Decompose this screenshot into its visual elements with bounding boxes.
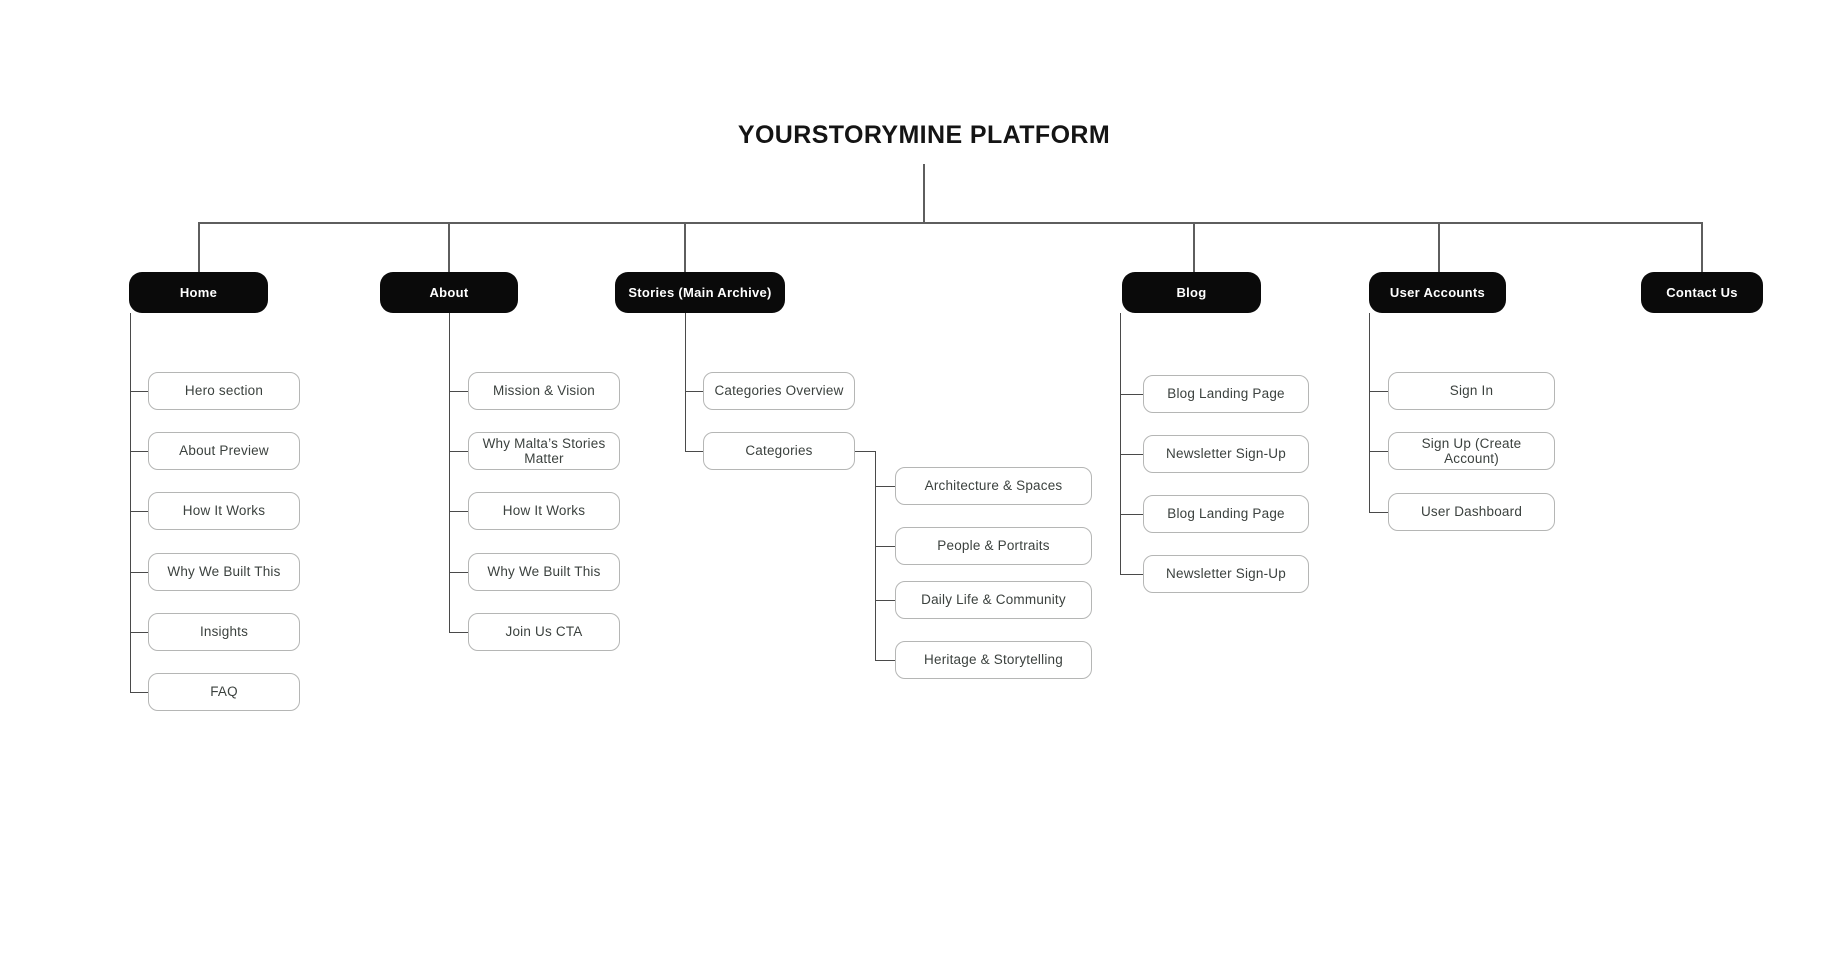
node-about[interactable]: About xyxy=(380,272,518,313)
connector-blog-child-2 xyxy=(1120,454,1143,455)
node-stories-main-archive[interactable]: Stories (Main Archive) xyxy=(615,272,785,313)
leaf-sign-in[interactable]: Sign In xyxy=(1388,372,1555,410)
connector-home-child-5 xyxy=(130,632,148,633)
leaf-faq[interactable]: FAQ xyxy=(148,673,300,711)
connector-categories-drop xyxy=(875,451,876,660)
leaf-home-why-we-built-this[interactable]: Why We Built This xyxy=(148,553,300,591)
connector-stub-contact-us xyxy=(1701,224,1703,272)
connector-root-vertical xyxy=(923,164,925,224)
connector-home-child-3 xyxy=(130,511,148,512)
connector-blog-child-1 xyxy=(1120,394,1143,395)
connector-top-bar xyxy=(198,222,1703,224)
connector-categories-out xyxy=(855,451,875,452)
connector-category-child-3 xyxy=(875,600,895,601)
leaf-architecture-spaces[interactable]: Architecture & Spaces xyxy=(895,467,1092,505)
leaf-daily-life-community[interactable]: Daily Life & Community xyxy=(895,581,1092,619)
leaf-blog-landing-page-1[interactable]: Blog Landing Page xyxy=(1143,375,1309,413)
connector-stub-home xyxy=(198,224,200,272)
leaf-sign-up-create-account[interactable]: Sign Up (Create Account) xyxy=(1388,432,1555,470)
connector-category-child-1 xyxy=(875,486,895,487)
leaf-why-maltas-stories-matter[interactable]: Why Malta’s Stories Matter xyxy=(468,432,620,470)
leaf-newsletter-sign-up-2[interactable]: Newsletter Sign-Up xyxy=(1143,555,1309,593)
leaf-heritage-storytelling[interactable]: Heritage & Storytelling xyxy=(895,641,1092,679)
leaf-join-us-cta[interactable]: Join Us CTA xyxy=(468,613,620,651)
connector-category-child-4 xyxy=(875,660,895,661)
connector-blog-drop xyxy=(1120,313,1121,574)
leaf-about-why-we-built-this[interactable]: Why We Built This xyxy=(468,553,620,591)
leaf-about-preview[interactable]: About Preview xyxy=(148,432,300,470)
connector-about-child-1 xyxy=(449,391,468,392)
connector-category-child-2 xyxy=(875,546,895,547)
leaf-home-how-it-works[interactable]: How It Works xyxy=(148,492,300,530)
node-home[interactable]: Home xyxy=(129,272,268,313)
connector-about-child-2 xyxy=(449,451,468,452)
leaf-newsletter-sign-up-1[interactable]: Newsletter Sign-Up xyxy=(1143,435,1309,473)
connector-stub-about xyxy=(448,224,450,272)
page-title: YOURSTORYMINE PLATFORM xyxy=(737,121,1111,149)
leaf-categories-overview[interactable]: Categories Overview xyxy=(703,372,855,410)
leaf-user-dashboard[interactable]: User Dashboard xyxy=(1388,493,1555,531)
leaf-about-how-it-works[interactable]: How It Works xyxy=(468,492,620,530)
leaf-mission-vision[interactable]: Mission & Vision xyxy=(468,372,620,410)
leaf-insights[interactable]: Insights xyxy=(148,613,300,651)
node-user-accounts[interactable]: User Accounts xyxy=(1369,272,1506,313)
connector-stub-user-accounts xyxy=(1438,224,1440,272)
node-blog[interactable]: Blog xyxy=(1122,272,1261,313)
connector-blog-child-3 xyxy=(1120,514,1143,515)
connector-user-accounts-drop xyxy=(1369,313,1370,512)
connector-home-child-2 xyxy=(130,451,148,452)
connector-stub-blog xyxy=(1193,224,1195,272)
connector-home-child-6 xyxy=(130,692,148,693)
connector-user-accounts-child-3 xyxy=(1369,512,1388,513)
node-contact-us[interactable]: Contact Us xyxy=(1641,272,1763,313)
connector-home-child-1 xyxy=(130,391,148,392)
leaf-hero-section[interactable]: Hero section xyxy=(148,372,300,410)
connector-stories-drop xyxy=(685,313,686,451)
leaf-categories[interactable]: Categories xyxy=(703,432,855,470)
connector-home-drop xyxy=(130,313,131,692)
leaf-people-portraits[interactable]: People & Portraits xyxy=(895,527,1092,565)
connector-about-drop xyxy=(449,313,450,632)
connector-blog-child-4 xyxy=(1120,574,1143,575)
connector-stories-child-1 xyxy=(685,391,703,392)
connector-about-child-3 xyxy=(449,511,468,512)
connector-user-accounts-child-1 xyxy=(1369,391,1388,392)
connector-about-child-5 xyxy=(449,632,468,633)
connector-about-child-4 xyxy=(449,572,468,573)
connector-home-child-4 xyxy=(130,572,148,573)
connector-stub-stories xyxy=(684,224,686,272)
connector-stories-child-2 xyxy=(685,451,703,452)
leaf-blog-landing-page-2[interactable]: Blog Landing Page xyxy=(1143,495,1309,533)
connector-user-accounts-child-2 xyxy=(1369,451,1388,452)
